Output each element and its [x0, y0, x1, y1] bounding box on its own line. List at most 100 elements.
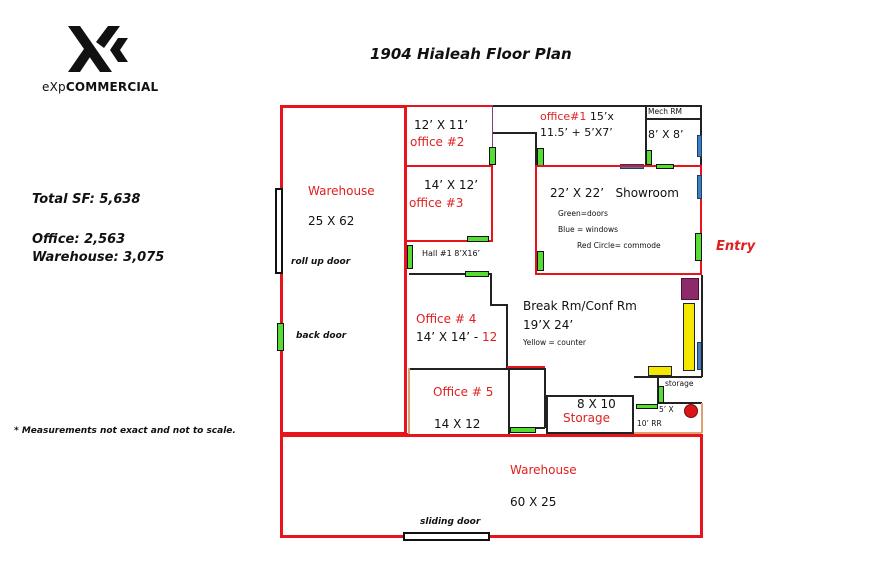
mech-label: Mech RM [648, 107, 683, 116]
total-sf: Total SF: 5,638 [32, 192, 141, 207]
roll-up-door-label: roll up door [291, 257, 351, 267]
office-sf: Office: 2,563 [32, 232, 126, 247]
legend-doors: Green=doors [558, 209, 608, 218]
office2-bottom-wall [407, 165, 493, 167]
counter-small [648, 366, 672, 376]
office1-line1: office#1 15’x [540, 110, 614, 123]
closet-east-wall [544, 368, 546, 428]
logo: eXpCOMMERCIAL [42, 22, 172, 97]
restroom-bottom-wall [634, 432, 702, 434]
break-size: 19’X 24’ [523, 318, 574, 332]
warehouse-sf: Warehouse: 3,075 [32, 250, 165, 265]
office1-top-wall [493, 105, 701, 107]
office5-east-wall [508, 368, 510, 434]
exp-x-logo-icon [68, 26, 128, 72]
brand-name: eXpCOMMERCIAL [42, 80, 158, 94]
break-label: Break Rm/Conf Rm [523, 299, 637, 313]
commode [684, 404, 698, 418]
hall-label: Hall #1 8’X16’ [422, 249, 481, 258]
office2-right-wall [492, 105, 493, 167]
office4-right-wall-a [490, 273, 492, 305]
office4-label: Office # 4 [416, 312, 477, 326]
office1-notch-wall [493, 132, 536, 134]
office1-notch-vertical [535, 132, 537, 167]
legend-commode: Red Circle= commode [577, 241, 661, 250]
storage-small-label: storage [665, 379, 694, 388]
office1-right-wall [645, 105, 647, 167]
office5-label: Office # 5 [433, 385, 494, 399]
corner [406, 433, 408, 435]
showroom-window-east [697, 175, 702, 199]
office3-label: office #3 [409, 196, 464, 210]
entry-label: Entry [716, 239, 756, 254]
hall-bottom-wall [409, 273, 491, 275]
storage-small-bottom [657, 402, 702, 404]
mech-door [646, 150, 652, 165]
office4-door [465, 271, 489, 277]
storage-main-label: Storage [563, 411, 610, 425]
office1-door [537, 148, 544, 166]
office2-label: office #2 [410, 135, 465, 149]
office3-size: 14’ X 12’ [424, 178, 479, 192]
storage-small-west [657, 376, 659, 403]
storage-main-size: 8 X 10 [577, 397, 616, 411]
mech-divider [645, 118, 701, 120]
office2-top-wall [407, 105, 493, 107]
office4-size-suffix: 12 [481, 330, 498, 344]
storage-small-top [634, 376, 702, 378]
roll-up-door [275, 188, 283, 274]
restroom-east-wall [701, 403, 703, 433]
back-door [277, 323, 284, 351]
office3-bottom-wall [407, 240, 493, 242]
break-east-wall [701, 275, 703, 377]
footnote: * Measurements not exact and not to scal… [14, 426, 236, 436]
entry-door[interactable] [695, 233, 702, 261]
warehouse-west-size: 25 X 62 [308, 214, 355, 228]
sliding-door [403, 532, 490, 541]
showroom-door-west [537, 251, 544, 271]
storage-main [546, 395, 634, 434]
closet-door [510, 427, 536, 433]
office1-size-a: 15’x [589, 110, 614, 123]
office4-size: 14’ X 14’ - 12 [416, 330, 497, 344]
brand-suffix: COMMERCIAL [65, 80, 159, 94]
sliding-door-label: sliding door [420, 517, 481, 527]
page-title: 1904 Hialeah Floor Plan [370, 45, 572, 63]
warehouse-south-size: 60 X 25 [510, 495, 557, 509]
office4-jog [490, 304, 507, 306]
closet-top-inner [509, 368, 545, 370]
counter-east [683, 303, 695, 371]
warehouse-west-label: Warehouse [308, 184, 375, 198]
closet-top-wall [507, 366, 545, 368]
showroom [535, 165, 702, 275]
restroom-size-b: 10’ RR [637, 419, 662, 428]
back-door-label: back door [296, 331, 347, 341]
cabinet [681, 278, 699, 300]
office3-door [467, 236, 489, 242]
office5-size: 14 X 12 [434, 417, 481, 431]
office5-west-wall [408, 368, 410, 434]
office2-size: 12’ X 11’ [414, 118, 469, 132]
office4-right-wall-b [506, 304, 508, 368]
warehouse-south [280, 434, 703, 538]
mech-size: 8’ X 8’ [648, 128, 684, 141]
office5-top-wall [408, 368, 508, 370]
brand-prefix: eXp [42, 80, 66, 94]
restroom-door [636, 404, 658, 409]
storage-small-door [658, 386, 664, 403]
legend-windows: Blue = windows [558, 225, 619, 234]
counter-legend: Yellow = counter [523, 338, 586, 347]
mech-window [697, 135, 702, 157]
showroom-door-north [656, 164, 674, 169]
warehouse-south-label: Warehouse [510, 463, 577, 477]
office3-right-wall [491, 165, 493, 242]
hall-door [407, 245, 413, 269]
showroom-size-text: 22’ X 22’ [550, 186, 605, 200]
showroom-label: Showroom [615, 186, 679, 200]
office2-door [489, 147, 496, 165]
restroom-size-a: 5’ X [659, 405, 674, 414]
showroom-size: 22’ X 22’ Showroom [550, 186, 679, 200]
office4-size-text: 14’ X 14’ - [416, 330, 482, 344]
office1-label: office#1 [540, 110, 587, 123]
